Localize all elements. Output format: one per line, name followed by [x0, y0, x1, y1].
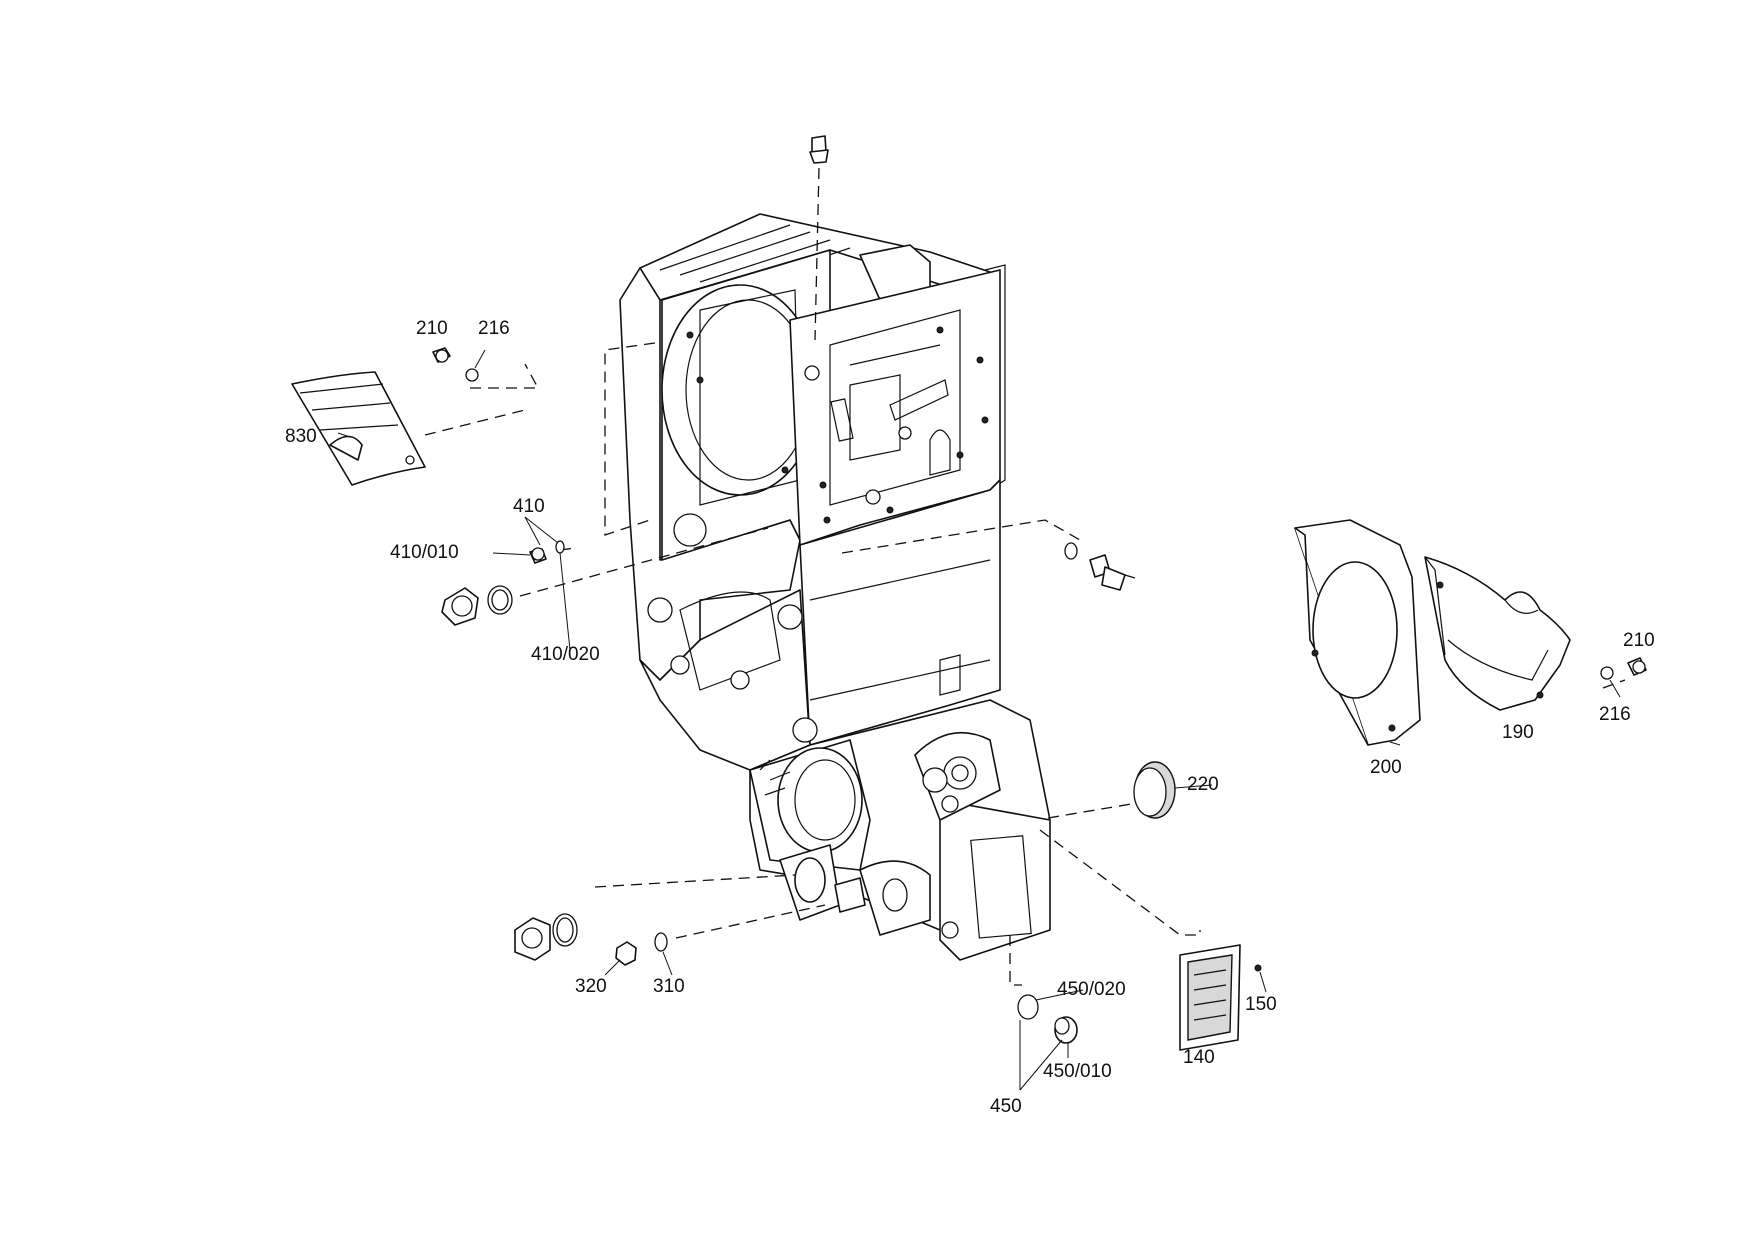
leader-lines [337, 349, 1621, 1091]
label-450-020: 450/020 [1057, 979, 1126, 1000]
sensor-right-middle [1064, 542, 1136, 591]
label-216-top-left: 216 [478, 318, 510, 339]
label-410: 410 [513, 496, 545, 517]
callout-labels: 830 210 216 410 410/010 410/020 210 216 … [285, 318, 1655, 1117]
part-216-washer-top-left [465, 368, 479, 382]
part-210-bolt-top-left [432, 347, 451, 363]
label-200: 200 [1370, 757, 1402, 778]
label-190: 190 [1502, 722, 1534, 743]
label-140: 140 [1183, 1047, 1215, 1068]
transmission-housing [619, 135, 1051, 961]
part-140-nameplate [1179, 944, 1241, 1051]
label-220: 220 [1187, 774, 1219, 795]
label-216-right: 216 [1599, 704, 1631, 725]
label-450: 450 [990, 1096, 1022, 1117]
part-310-seal-ring [654, 932, 668, 952]
label-320: 320 [575, 976, 607, 997]
part-190-cover [1424, 556, 1571, 711]
part-216-washer-right [1600, 666, 1614, 680]
label-210-top-left: 210 [416, 318, 448, 339]
part-830-shield [291, 371, 526, 486]
part-220-cap [1133, 761, 1176, 819]
label-450-010: 450/010 [1043, 1061, 1112, 1082]
part-150-rivet [1254, 964, 1262, 972]
part-210-bolt-right [1627, 657, 1647, 676]
large-plug-bottom-left [514, 913, 578, 961]
part-450-020-seal-ring [1017, 994, 1039, 1020]
label-150: 150 [1245, 994, 1277, 1015]
label-310: 310 [653, 976, 685, 997]
label-410-010: 410/010 [390, 542, 459, 563]
part-450-010-plug [1054, 1016, 1078, 1044]
label-410-020: 410/020 [531, 644, 600, 665]
label-830: 830 [285, 426, 317, 447]
large-plug-left [441, 585, 513, 626]
part-320-plug [615, 941, 637, 966]
label-210-right: 210 [1623, 630, 1655, 651]
part-200-cover [1294, 519, 1421, 746]
part-410-plug-set [529, 540, 565, 564]
